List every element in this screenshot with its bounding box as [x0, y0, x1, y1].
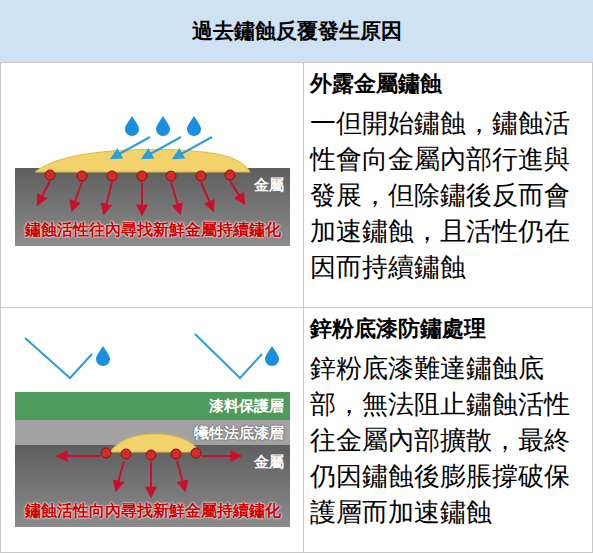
rust-layer — [35, 149, 250, 172]
cell-heading: 外露金屬鏽蝕 — [310, 69, 587, 99]
reflect-line — [25, 338, 92, 378]
cell-heading: 鋅粉底漆防鏽處理 — [310, 314, 587, 344]
layer-label: 漆料保護層 — [209, 397, 284, 416]
metal-band: 金屬鏽蝕活性往內尋找新鮮金屬持續鏽化 — [15, 168, 290, 246]
exposed-metal-illustration — [15, 116, 290, 246]
water-drop — [265, 346, 279, 366]
paint-layer — [15, 392, 290, 420]
rust-spots — [45, 170, 235, 181]
metal-block — [15, 168, 290, 246]
layer-label: 犧牲法底漆層 — [194, 423, 284, 442]
cell-body: 一但開始鏽蝕，鏽蝕活性會向金屬內部行進與發展，但除鏽後反而會加速鏽蝕，且活性仍在… — [310, 105, 587, 285]
primer-band: 犧牲法底漆層 — [15, 420, 290, 445]
rust-arrows — [38, 181, 244, 214]
cell-body: 鋅粉底漆難達鏽蝕底部，無法阻止鏽蝕活性往金屬內部擴散，最終仍因鏽蝕後膨脹撐破保護… — [310, 350, 587, 530]
zinc-primer-illustration — [15, 334, 290, 527]
water-arrows — [112, 137, 212, 158]
metal-band: 金屬鏽蝕活性向內尋找新鮮金屬持續鏽化 — [15, 445, 290, 527]
text-cell: 鋅粉底漆防鏽處理鋅粉底漆難達鏽蝕底部，無法阻止鏽蝕活性往金屬內部擴散，最終仍因鏽… — [304, 308, 593, 553]
layer-label: 金屬 — [254, 453, 284, 472]
water-drop — [96, 346, 110, 366]
paint-band: 漆料保護層 — [15, 392, 290, 420]
reflect-line — [195, 334, 262, 378]
rust-note: 鏽蝕活性向內尋找新鮮金屬持續鏽化 — [25, 501, 281, 522]
layer-label: 金屬 — [254, 176, 284, 195]
rust-arrows — [58, 456, 240, 496]
text-cell: 外露金屬鏽蝕一但開始鏽蝕，鏽蝕活性會向金屬內部行進與發展，但除鏽後反而會加速鏽蝕… — [304, 63, 593, 307]
metal-block — [15, 445, 290, 527]
rust-spots — [101, 448, 201, 460]
water-drops — [125, 116, 201, 136]
rust-note: 鏽蝕活性往內尋找新鮮金屬持續鏽化 — [25, 220, 281, 241]
title: 過去鏽蝕反覆發生原因 — [192, 17, 402, 45]
title-band: 過去鏽蝕反覆發生原因 — [0, 0, 593, 62]
